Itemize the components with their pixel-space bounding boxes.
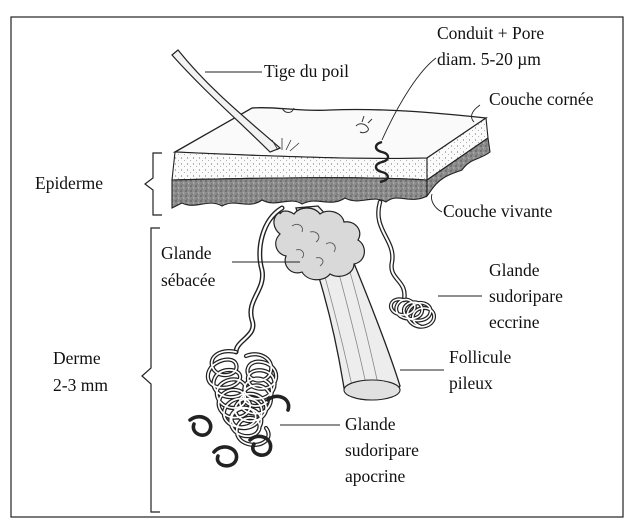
apocrine-duct-inner [236,208,282,352]
label-apocrine-line2: sudoripare [345,440,419,461]
label-follicle-line2: pileux [449,373,493,394]
label-dermis-line1: Derme [53,348,101,369]
label-dermis-line2: 2-3 mm [53,375,108,396]
label-follicle-line1: Follicule [449,347,511,368]
label-eccrine-line1: Glande [489,260,540,281]
label-apocrine-line3: apocrine [345,466,405,487]
label-eccrine-line2: sudoripare [489,286,563,307]
label-stratum-corneum: Couche cornée [489,89,593,110]
label-sebaceous-line1: Glande [161,243,212,264]
hair-bulb-base [344,380,400,400]
label-hair-shaft: Tige du poil [264,61,349,82]
living-layer-front-face [172,178,427,208]
label-eccrine-line3: eccrine [489,312,540,333]
sebaceous-gland [274,208,364,280]
label-duct-line2: diam. 5-20 µm [437,49,541,70]
label-duct-line1: Conduit + Pore [437,23,544,44]
leader-couche-vivante [431,194,442,212]
label-sebaceous-line2: sébacée [161,270,215,291]
dermis-bracket [142,228,160,512]
epidermis-bracket [145,153,162,215]
label-apocrine-line1: Glande [345,414,396,435]
label-epidermis: Epiderme [35,173,103,194]
eccrine-duct-inner [378,202,404,300]
apocrine-duct [236,208,282,352]
label-living-layer: Couche vivante [443,201,552,222]
